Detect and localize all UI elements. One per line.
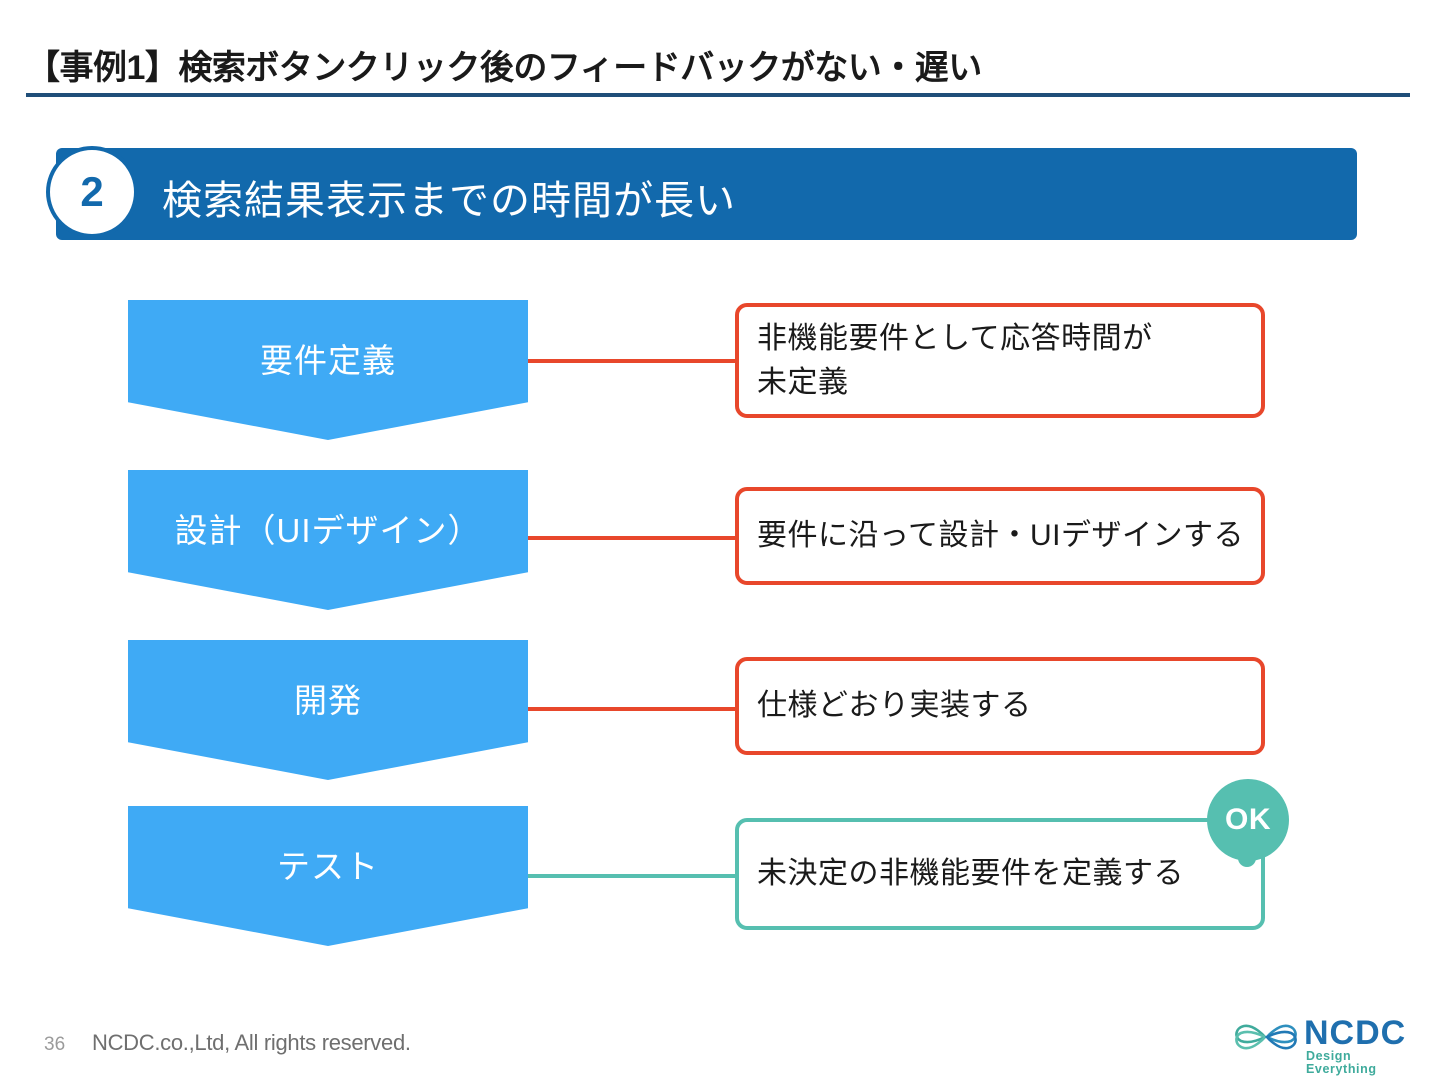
connector-line-2 [528, 536, 739, 540]
ok-badge-label: OK [1225, 803, 1271, 836]
callout-text-3: 仕様どおり実装する [757, 689, 1032, 723]
flow-step-label-4: テスト [277, 848, 379, 885]
page-number: 36 [44, 1034, 66, 1055]
logo-tagline: Design Everything [1306, 1049, 1377, 1076]
callout-text-2: 要件に沿って設計・UIデザインする [757, 519, 1244, 553]
section-header-bar [56, 148, 1357, 240]
ok-status-badge: OK [1207, 779, 1289, 861]
flow-step-label-1: 要件定義 [260, 342, 396, 379]
callout-box-4: 未決定の非機能要件を定義する [735, 818, 1265, 930]
callout-box-2: 要件に沿って設計・UIデザインする [735, 487, 1265, 585]
copyright-text: NCDC.co.,Ltd, All rights reserved. [92, 1030, 411, 1055]
connector-line-3 [528, 707, 739, 711]
connector-line-1 [528, 359, 739, 363]
section-header-title: 検索結果表示までの時間が長い [162, 179, 736, 223]
callout-text-4: 未決定の非機能要件を定義する [757, 857, 1184, 891]
callout-text-1: 非機能要件として応答時間が 未定義 [757, 322, 1153, 399]
ncdc-butterfly-mark [1235, 1024, 1297, 1050]
callout-box-1: 非機能要件として応答時間が 未定義 [735, 303, 1265, 418]
callout-box-3: 仕様どおり実装する [735, 657, 1265, 755]
flow-step-label-3: 開発 [294, 682, 362, 719]
section-number-badge: 2 [46, 146, 138, 238]
section-number-label: 2 [80, 168, 104, 215]
flow-step-label-2: 設計（UIデザイン） [174, 512, 482, 549]
connector-line-4 [528, 874, 739, 878]
title-divider [26, 93, 1410, 97]
ncdc-logo: NCDC Design Everything [1232, 1014, 1418, 1075]
page-title: 【事例1】検索ボタンクリック後のフィードバックがない・遅い [26, 49, 982, 87]
logo-wordmark: NCDC [1304, 1014, 1407, 1052]
